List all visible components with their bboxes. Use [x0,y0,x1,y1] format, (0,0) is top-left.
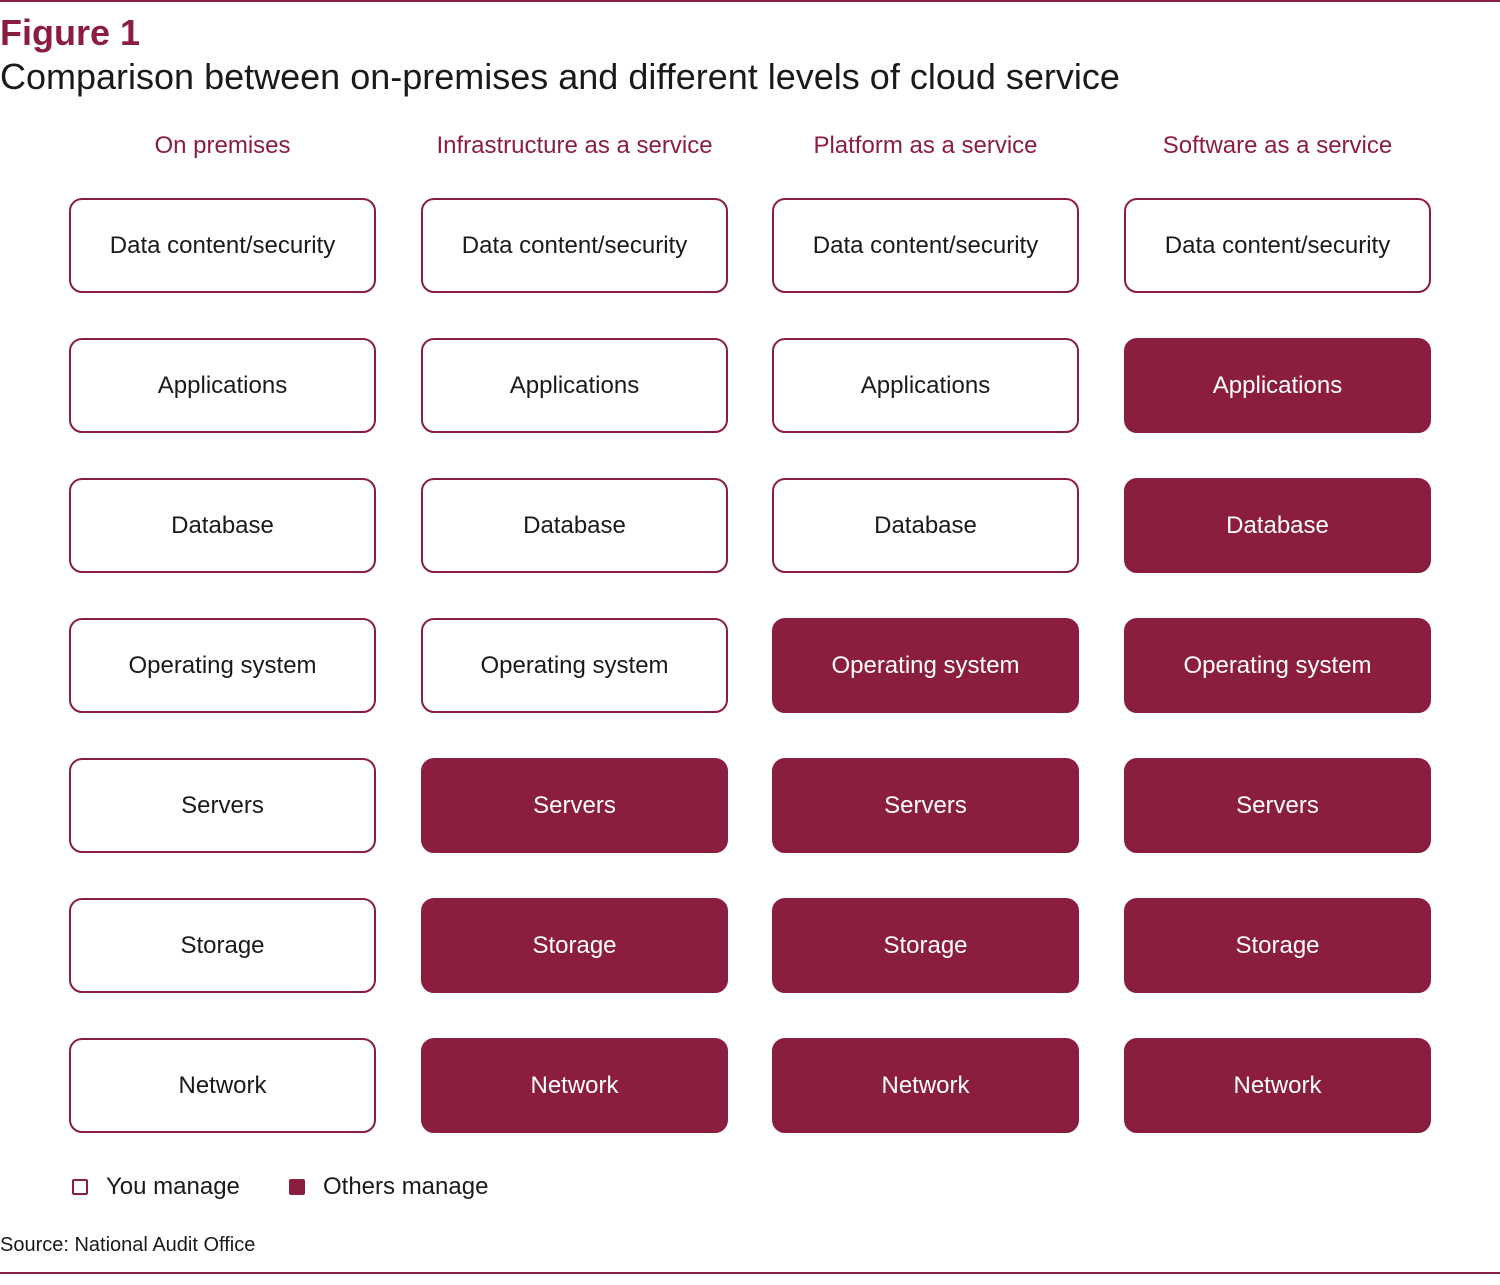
layer-box: Applications [421,338,728,433]
layer-label: Storage [180,931,265,959]
layer-box: Data content/security [772,198,1079,293]
layer-label: Database [1226,511,1329,539]
layer-label: Servers [1236,791,1319,819]
source-note: Source: National Audit Office [0,1234,256,1256]
layer-box: Network [772,1038,1079,1133]
layer-box: Network [1124,1038,1431,1133]
layer-label: Database [171,511,274,539]
legend-label-you: You manage [106,1173,240,1200]
layer-box: Database [1124,478,1431,573]
legend-swatch-others [289,1179,305,1195]
column-header-0: On premises [154,132,291,159]
layer-label: Applications [157,371,288,399]
layer-label: Data content/security [461,231,688,259]
layer-box: Data content/security [421,198,728,293]
layer-box: Operating system [772,618,1079,713]
layer-box: Database [421,478,728,573]
layer-label: Operating system [480,651,669,679]
figure-label: Figure 1 [0,12,141,53]
layer-box: Servers [772,758,1079,853]
legend-you-manage: You manage [72,1172,240,1202]
layer-label: Storage [532,931,617,959]
layer-box: Applications [69,338,376,433]
layer-label: Servers [533,791,616,819]
layer-box: Applications [772,338,1079,433]
layer-box: Storage [421,898,728,993]
layer-label: Servers [181,791,264,819]
top-rule [0,0,1500,2]
figure-title: Comparison between on-premises and diffe… [0,56,1120,97]
legend-swatch-you [72,1179,88,1195]
column-header-2: Platform as a service [813,132,1038,159]
layer-label: Storage [883,931,968,959]
layer-box: Operating system [421,618,728,713]
layer-label: Network [881,1071,970,1099]
layer-label: Operating system [128,651,317,679]
layer-box: Operating system [1124,618,1431,713]
layer-label: Network [178,1071,267,1099]
layer-label: Data content/security [1164,231,1391,259]
legend-others-manage: Others manage [289,1172,488,1202]
legend-label-others: Others manage [323,1173,489,1200]
layer-label: Operating system [831,651,1020,679]
layer-label: Applications [509,371,640,399]
layer-label: Database [874,511,977,539]
layer-box: Network [69,1038,376,1133]
layer-label: Data content/security [109,231,336,259]
layer-box: Network [421,1038,728,1133]
layer-label: Storage [1235,931,1320,959]
layer-label: Data content/security [812,231,1039,259]
layer-box: Storage [772,898,1079,993]
layer-label: Network [1233,1071,1322,1099]
layer-box: Applications [1124,338,1431,433]
layer-label: Operating system [1183,651,1372,679]
column-header-1: Infrastructure as a service [436,132,713,159]
layer-box: Data content/security [1124,198,1431,293]
layer-label: Database [523,511,626,539]
layer-box: Storage [1124,898,1431,993]
layer-box: Servers [69,758,376,853]
layer-box: Servers [1124,758,1431,853]
layer-label: Network [530,1071,619,1099]
layer-label: Servers [884,791,967,819]
layer-label: Applications [1212,371,1343,399]
layer-label: Applications [860,371,991,399]
bottom-rule [0,1272,1500,1274]
layer-box: Servers [421,758,728,853]
layer-box: Database [772,478,1079,573]
layer-box: Database [69,478,376,573]
layer-box: Storage [69,898,376,993]
layer-box: Operating system [69,618,376,713]
column-header-3: Software as a service [1162,132,1393,159]
layer-box: Data content/security [69,198,376,293]
